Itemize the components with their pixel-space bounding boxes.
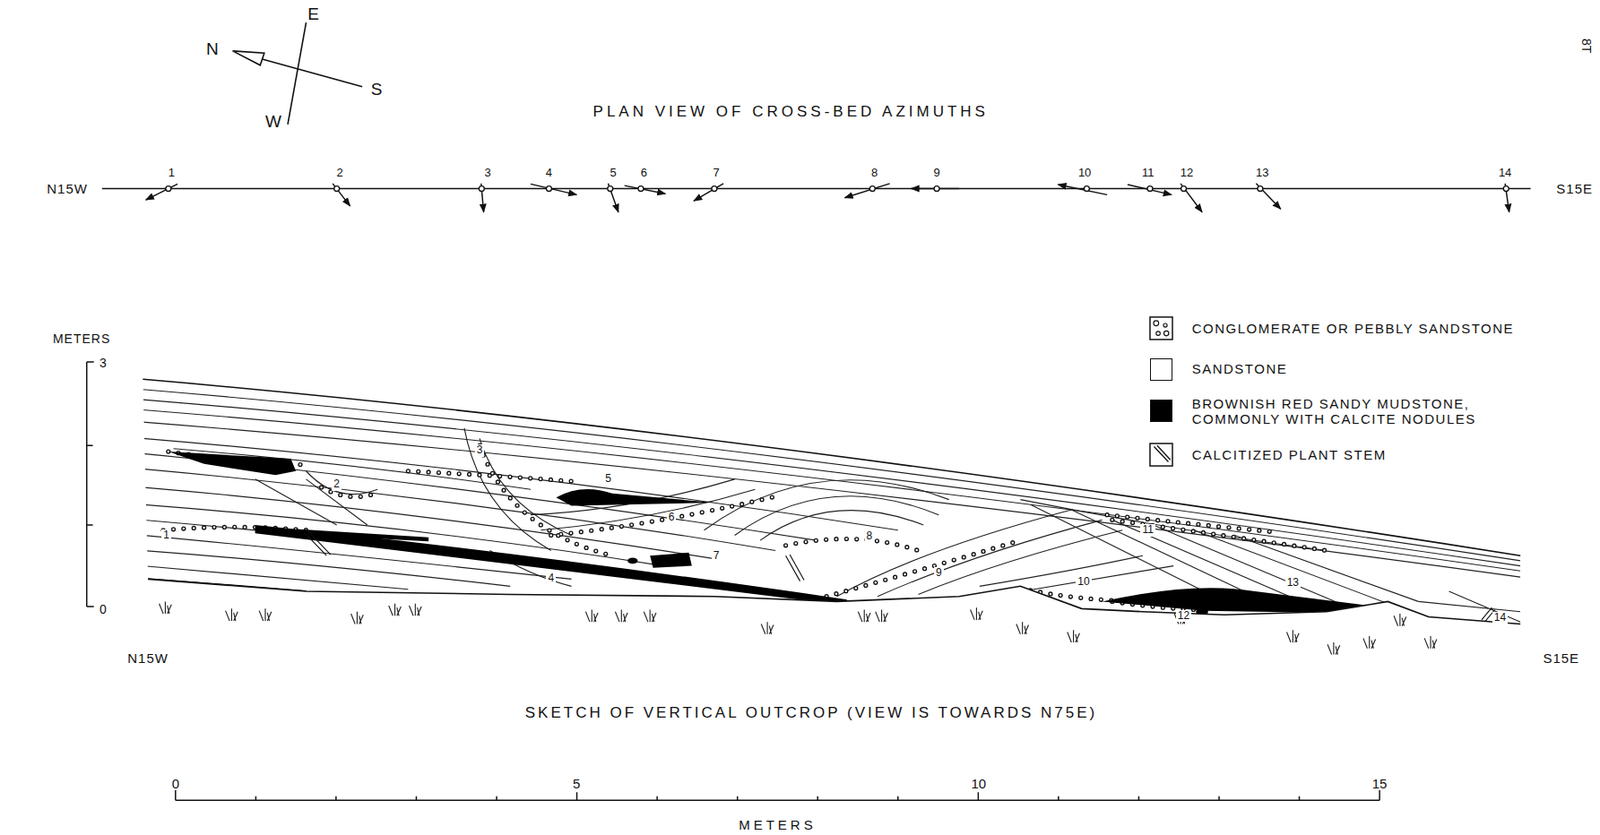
- legend-swatch: [1150, 317, 1173, 467]
- text-label: METERS: [52, 331, 111, 346]
- callout-number: 8: [864, 530, 875, 544]
- legend-swatch: [1150, 358, 1173, 381]
- callout-number: 12: [1176, 610, 1192, 623]
- callout-number: 6: [666, 511, 677, 525]
- text-label: PLAN VIEW OF CROSS-BED AZIMUTHS: [593, 103, 989, 122]
- text-label: S: [371, 79, 383, 100]
- callout-number: 9: [934, 567, 944, 580]
- callout-number: 3: [475, 444, 485, 458]
- callout-number: 8: [869, 166, 880, 181]
- callout-number: 6: [639, 166, 649, 181]
- text-label: METERS: [738, 817, 817, 833]
- callout-number: 1: [166, 166, 177, 181]
- text-label: N15W: [127, 650, 169, 666]
- text-label: 8T: [1579, 38, 1594, 53]
- text-label: 0: [172, 776, 180, 792]
- callout-number: 13: [1285, 577, 1301, 590]
- text-label: N15W: [46, 181, 88, 197]
- callout-number: 12: [1178, 166, 1195, 181]
- callout-number: 7: [711, 166, 722, 181]
- callout-number: 5: [608, 166, 619, 181]
- text-label: 10: [970, 776, 986, 792]
- callout-number: 4: [545, 572, 556, 586]
- callout-number: 1: [161, 529, 172, 543]
- callout-number: 14: [1496, 166, 1514, 181]
- callout-number: 3: [483, 166, 493, 181]
- callout-number: 4: [544, 166, 554, 181]
- text-label: 5: [572, 776, 580, 792]
- text-label: S15E: [1542, 650, 1580, 666]
- legend-text: BROWNISH RED SANDY MUDSTONE, COMMONLY WI…: [1192, 396, 1560, 428]
- callout-number: 2: [334, 166, 345, 181]
- legend-text: CONGLOMERATE OR PEBBLY SANDSTONE: [1192, 320, 1514, 337]
- callout-number: 5: [603, 473, 614, 486]
- callout-number: 11: [1140, 166, 1157, 181]
- text-label: 15: [1372, 776, 1388, 792]
- legend-swatch: [1150, 399, 1173, 423]
- callout-number: 11: [1140, 524, 1155, 537]
- callout-number: 9: [931, 166, 942, 181]
- text-label: W: [265, 112, 282, 132]
- callout-number: 7: [711, 550, 722, 563]
- legend-text: CALCITIZED PLANT STEM: [1192, 447, 1387, 463]
- text-label: SKETCH OF VERTICAL OUTCROP (VIEW IS TOWA…: [525, 704, 1099, 723]
- text-label: N: [206, 39, 219, 60]
- callout-number: 2: [331, 478, 342, 492]
- callout-number: 14: [1492, 612, 1508, 625]
- text-label: S15E: [1556, 181, 1593, 197]
- callout-number: 10: [1075, 576, 1091, 589]
- text-label: 0: [99, 602, 107, 617]
- text-label: 3: [99, 355, 107, 371]
- text-label: E: [307, 4, 320, 25]
- callout-number: 13: [1254, 166, 1271, 181]
- legend-text: SANDSTONE: [1192, 361, 1289, 377]
- callout-number: 10: [1076, 166, 1093, 181]
